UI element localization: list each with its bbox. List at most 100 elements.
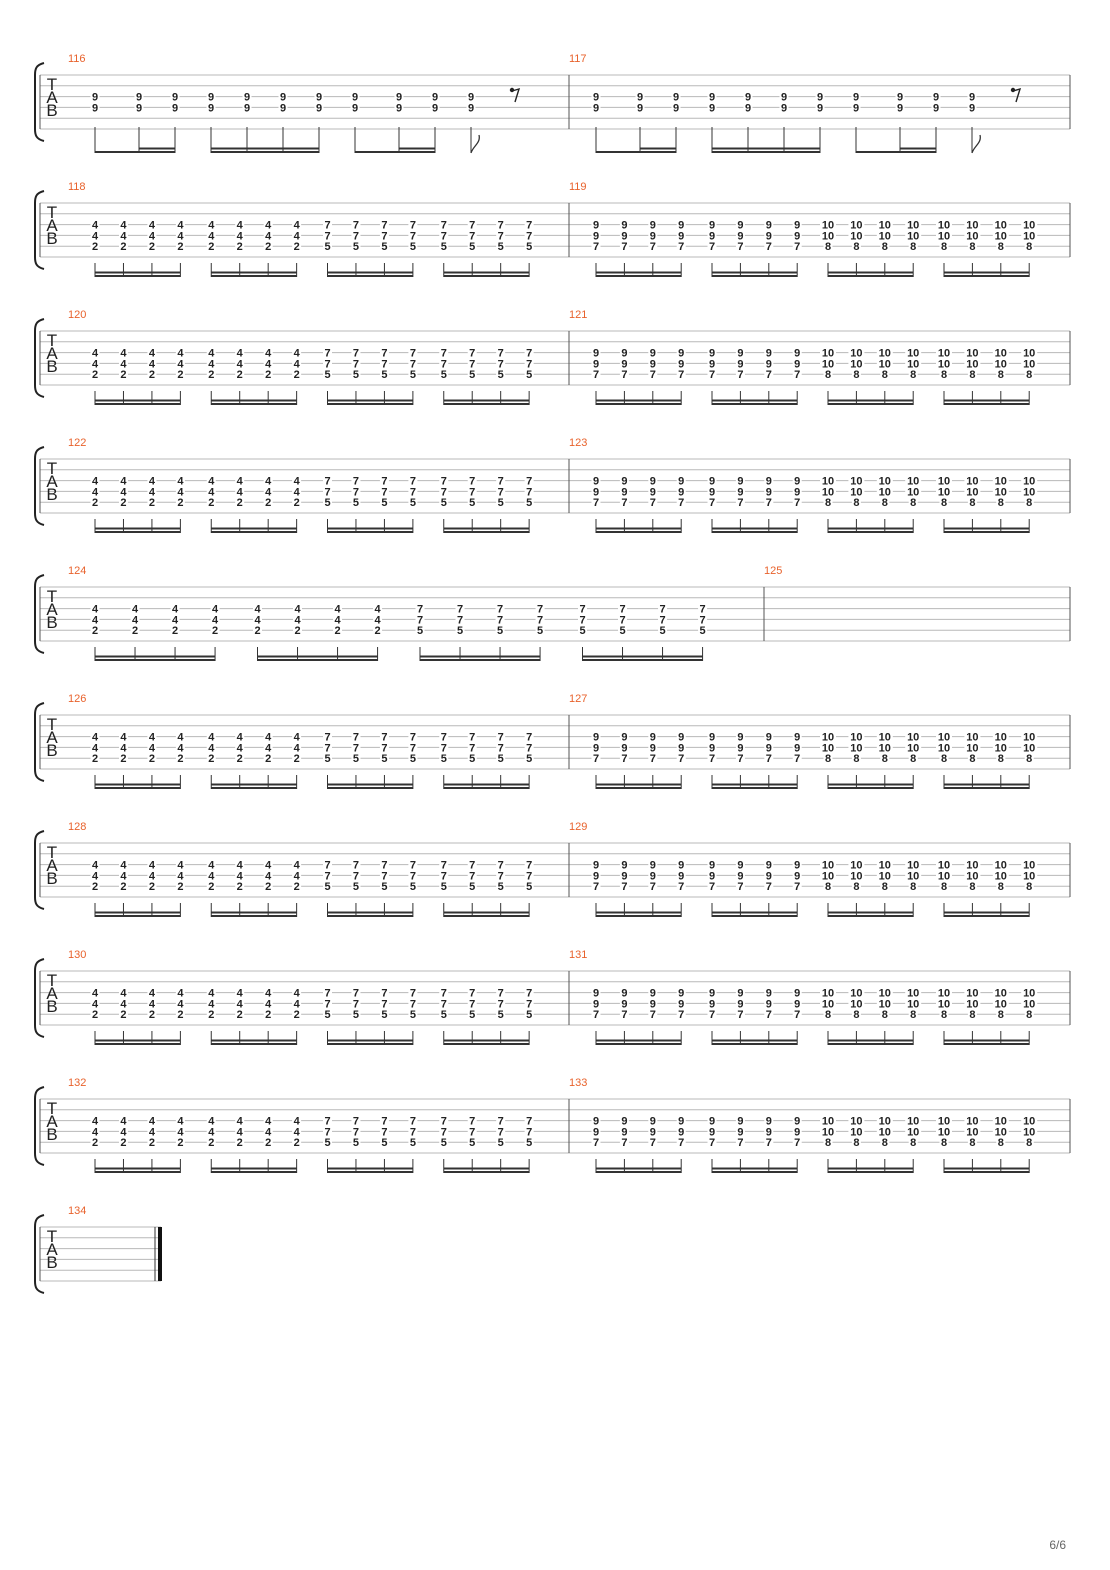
fret-number: 7 bbox=[324, 1116, 330, 1128]
fret-mask bbox=[939, 753, 949, 764]
fret-mask bbox=[905, 1116, 922, 1127]
fret-number: 7 bbox=[324, 348, 330, 360]
fret-mask bbox=[263, 1137, 273, 1148]
fret-number: 2 bbox=[149, 497, 155, 509]
fret-number: 2 bbox=[294, 241, 300, 253]
tab-clef-letter: A bbox=[46, 1112, 58, 1131]
beam bbox=[944, 783, 1030, 786]
fret-mask bbox=[848, 220, 865, 231]
fret-mask bbox=[1021, 348, 1038, 359]
beam bbox=[443, 527, 530, 530]
fret-mask bbox=[175, 1116, 185, 1127]
fret-mask bbox=[118, 860, 128, 871]
fret-mask bbox=[408, 742, 418, 753]
fret-mask bbox=[764, 220, 774, 231]
fret-number: 10 bbox=[1023, 230, 1035, 242]
fret-mask bbox=[764, 369, 774, 380]
fret-number: 7 bbox=[381, 230, 387, 242]
fret-number: 9 bbox=[794, 230, 800, 242]
fret-mask bbox=[439, 998, 449, 1009]
fret-number: 9 bbox=[766, 1116, 772, 1128]
system-bracket bbox=[34, 830, 45, 910]
fret-mask bbox=[90, 860, 100, 871]
fret-number: 5 bbox=[469, 369, 475, 381]
fret-mask bbox=[619, 497, 629, 508]
fret-number: 7 bbox=[621, 369, 627, 381]
fret-number: 9 bbox=[678, 860, 684, 872]
fret-number: 2 bbox=[265, 1009, 271, 1021]
fret-number: 9 bbox=[766, 358, 772, 370]
fret-mask bbox=[820, 230, 836, 241]
fret-mask bbox=[496, 220, 506, 231]
fret-mask bbox=[439, 870, 449, 881]
fret-mask bbox=[467, 230, 477, 241]
beam bbox=[327, 783, 413, 786]
fret-number: 9 bbox=[794, 220, 800, 232]
fret-mask bbox=[147, 732, 157, 743]
fret-number: 10 bbox=[907, 1116, 919, 1128]
fret-number: 7 bbox=[700, 614, 706, 626]
fret-number: 9 bbox=[766, 732, 772, 744]
fret-mask bbox=[619, 1126, 629, 1137]
fret-mask bbox=[206, 870, 216, 881]
fret-number: 10 bbox=[907, 348, 919, 360]
fret-mask bbox=[851, 753, 861, 764]
fret-mask bbox=[876, 486, 893, 497]
fret-mask bbox=[292, 860, 302, 871]
fret-number: 10 bbox=[822, 220, 834, 232]
fret-mask bbox=[118, 988, 128, 999]
fret-number: 4 bbox=[92, 476, 99, 488]
tab-clef-letter: T bbox=[47, 715, 57, 734]
fret-number: 4 bbox=[237, 998, 244, 1010]
fret-number: 7 bbox=[526, 732, 532, 744]
fret-number: 2 bbox=[120, 1009, 126, 1021]
fret-mask bbox=[292, 1137, 302, 1148]
fret-number: 9 bbox=[637, 92, 643, 104]
fret-mask bbox=[408, 1009, 418, 1020]
fret-mask bbox=[676, 358, 686, 369]
fret-number: 5 bbox=[579, 625, 585, 637]
fret-mask bbox=[876, 348, 893, 359]
fret-mask bbox=[118, 881, 128, 892]
fret-number: 9 bbox=[794, 742, 800, 754]
fret-mask bbox=[292, 348, 302, 359]
fret-number: 9 bbox=[737, 358, 743, 370]
fret-number: 2 bbox=[208, 881, 214, 893]
fret-number: 7 bbox=[498, 476, 504, 488]
fret-mask bbox=[235, 486, 245, 497]
fret-number: 4 bbox=[120, 358, 127, 370]
fret-mask bbox=[379, 348, 389, 359]
fret-mask bbox=[1021, 1126, 1038, 1137]
fret-mask bbox=[1021, 476, 1038, 487]
fret-mask bbox=[658, 614, 668, 625]
fret-mask bbox=[170, 102, 180, 113]
fret-number: 10 bbox=[1023, 870, 1035, 882]
fret-mask bbox=[992, 220, 1009, 231]
fret-mask bbox=[792, 348, 802, 359]
fret-number: 10 bbox=[879, 1126, 891, 1138]
fret-mask bbox=[467, 497, 477, 508]
beam bbox=[95, 403, 181, 405]
fret-mask bbox=[735, 860, 745, 871]
fret-mask bbox=[496, 1009, 506, 1020]
fret-number: 9 bbox=[650, 486, 656, 498]
fret-mask bbox=[263, 358, 273, 369]
fret-number: 7 bbox=[441, 476, 447, 488]
fret-number: 7 bbox=[737, 241, 743, 253]
fret-mask bbox=[323, 881, 332, 892]
fret-mask bbox=[408, 476, 418, 487]
beam bbox=[582, 655, 703, 658]
fret-mask bbox=[524, 358, 534, 369]
fret-mask bbox=[996, 497, 1006, 508]
fret-number: 9 bbox=[673, 92, 679, 104]
fret-mask bbox=[792, 220, 802, 231]
fret-mask bbox=[439, 1116, 449, 1127]
fret-number: 5 bbox=[410, 1009, 416, 1021]
fret-number: 4 bbox=[265, 1116, 272, 1128]
beam bbox=[211, 1043, 297, 1045]
fret-number: 5 bbox=[498, 369, 504, 381]
fret-number: 7 bbox=[469, 358, 475, 370]
fret-mask bbox=[707, 369, 717, 380]
fret-mask bbox=[90, 732, 100, 743]
fret-number: 9 bbox=[650, 1126, 656, 1138]
